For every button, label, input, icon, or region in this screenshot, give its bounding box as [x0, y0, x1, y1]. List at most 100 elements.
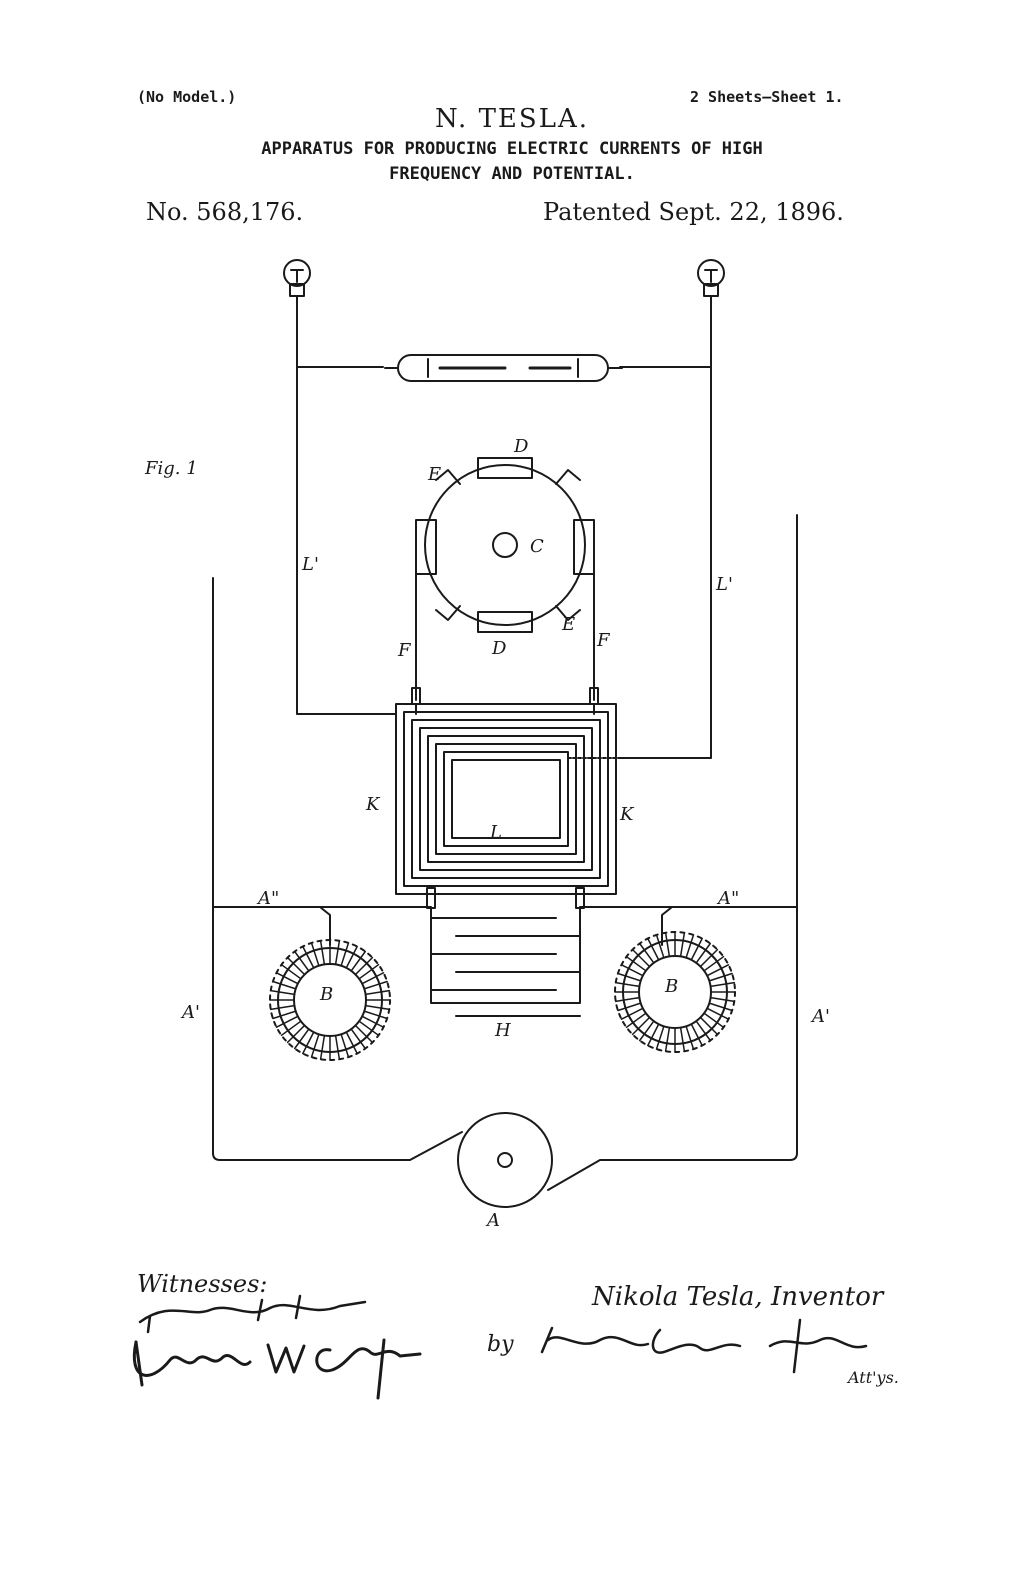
- label-b-right: B: [664, 976, 678, 997]
- coil-winding: [358, 1020, 380, 1037]
- coil-winding: [275, 1015, 299, 1028]
- patent-title-line-1: APPARATUS FOR PRODUCING ELECTRIC CURRENT…: [261, 139, 763, 159]
- coil-winding: [286, 1024, 306, 1044]
- coil-winding: [275, 972, 299, 985]
- coil-winding: [354, 1024, 374, 1044]
- label-l-prime-left: L': [301, 554, 319, 575]
- label-k-right: K: [619, 804, 635, 825]
- coil-winding: [647, 1023, 660, 1047]
- coil-winding: [354, 956, 374, 976]
- coil-winding: [625, 1012, 647, 1029]
- coil-winding: [647, 937, 660, 961]
- inventor-signature: Nikola Tesla, Inventor: [592, 1282, 884, 1312]
- coil-winding: [655, 1025, 665, 1050]
- label-k-left: K: [365, 794, 381, 815]
- patent-title-line-2: FREQUENCY AND POTENTIAL.: [389, 164, 635, 184]
- inventor-name: N. TESLA.: [434, 104, 590, 134]
- label-d-bottom: D: [491, 638, 507, 659]
- coil-winding: [617, 1002, 642, 1012]
- coil-winding: [293, 1028, 310, 1050]
- coil-winding: [679, 1026, 686, 1053]
- coil-winding: [269, 989, 296, 996]
- coil-winding: [655, 934, 665, 959]
- coil-winding: [345, 945, 358, 969]
- coil-winding: [350, 950, 367, 972]
- coil-winding: [706, 964, 730, 977]
- coil-winding: [302, 945, 315, 969]
- coil-winding: [664, 1026, 671, 1053]
- coil-winding: [617, 972, 642, 982]
- coil-winding: [364, 1004, 391, 1011]
- generator: [457, 1112, 553, 1208]
- by-label: by: [487, 1332, 514, 1357]
- left-coil: [269, 939, 391, 1061]
- transformer-coil: [395, 703, 621, 895]
- coil-winding: [310, 1033, 320, 1058]
- witnesses-label: Witnesses:: [137, 1270, 268, 1298]
- patent-date: Patented Sept. 22, 1896.: [543, 198, 844, 226]
- coil-winding: [703, 955, 725, 972]
- witness-signature-2: [132, 1338, 422, 1400]
- coil-winding: [690, 1023, 703, 1047]
- coil-winding: [363, 1010, 388, 1020]
- coil-winding: [340, 1033, 350, 1058]
- generator-circuit-wire: [212, 514, 798, 1191]
- label-f-right: F: [596, 630, 611, 651]
- coil-winding: [361, 1015, 385, 1028]
- label-a-prime-right: A': [810, 1006, 830, 1027]
- coil-winding: [708, 972, 733, 982]
- rotary-disc: [411, 457, 599, 715]
- coil-winding: [340, 942, 350, 967]
- coil-winding: [614, 996, 641, 1003]
- sheet-count: 2 Sheets—Sheet 1.: [690, 88, 844, 106]
- label-f-left: F: [397, 640, 412, 661]
- coil-winding: [695, 942, 712, 964]
- coil-winding: [709, 981, 736, 988]
- coil-winding: [638, 1020, 655, 1042]
- coil-winding: [286, 956, 306, 976]
- coil-winding: [350, 1028, 367, 1050]
- coil-winding: [664, 931, 671, 958]
- label-h: H: [494, 1020, 511, 1041]
- coil-winding: [319, 1034, 326, 1061]
- coil-winding: [620, 1007, 644, 1020]
- coil-winding: [272, 1010, 297, 1020]
- patent-number: No. 568,176.: [146, 198, 304, 226]
- vacuum-tube: [384, 354, 623, 382]
- coil-winding: [319, 939, 326, 966]
- coil-winding: [631, 1016, 651, 1036]
- right-coil: [614, 931, 736, 1053]
- label-b-left: B: [319, 984, 333, 1005]
- label-l-prime-right: L': [715, 574, 733, 595]
- label-e-top: E: [427, 464, 441, 485]
- coil-winding: [638, 942, 655, 964]
- coil-winding: [269, 1004, 296, 1011]
- label-a-prime-left: A': [180, 1002, 200, 1023]
- label-a-double-prime-left: A": [256, 888, 279, 909]
- coil-winding: [280, 963, 302, 980]
- coil-winding: [685, 934, 695, 959]
- coil-winding: [302, 1031, 315, 1055]
- label-l: L: [489, 822, 502, 843]
- coil-winding: [685, 1025, 695, 1050]
- attorneys-label: Att'ys.: [848, 1368, 899, 1387]
- coil-winding: [614, 981, 641, 988]
- coil-winding: [699, 948, 719, 968]
- figure-label: Fig. 1: [144, 458, 198, 479]
- label-c: C: [530, 536, 544, 557]
- coil-winding: [620, 964, 644, 977]
- coil-winding: [363, 980, 388, 990]
- coil-winding: [364, 989, 391, 996]
- coil-winding: [703, 1012, 725, 1029]
- coil-winding: [345, 1031, 358, 1055]
- coil-winding: [679, 931, 686, 958]
- coil-winding: [310, 942, 320, 967]
- condenser: [426, 887, 585, 1017]
- label-a-double-prime-right: A": [716, 888, 739, 909]
- coil-winding: [334, 939, 341, 966]
- coil-winding: [690, 937, 703, 961]
- coil-winding: [358, 963, 380, 980]
- label-a: A: [485, 1210, 500, 1231]
